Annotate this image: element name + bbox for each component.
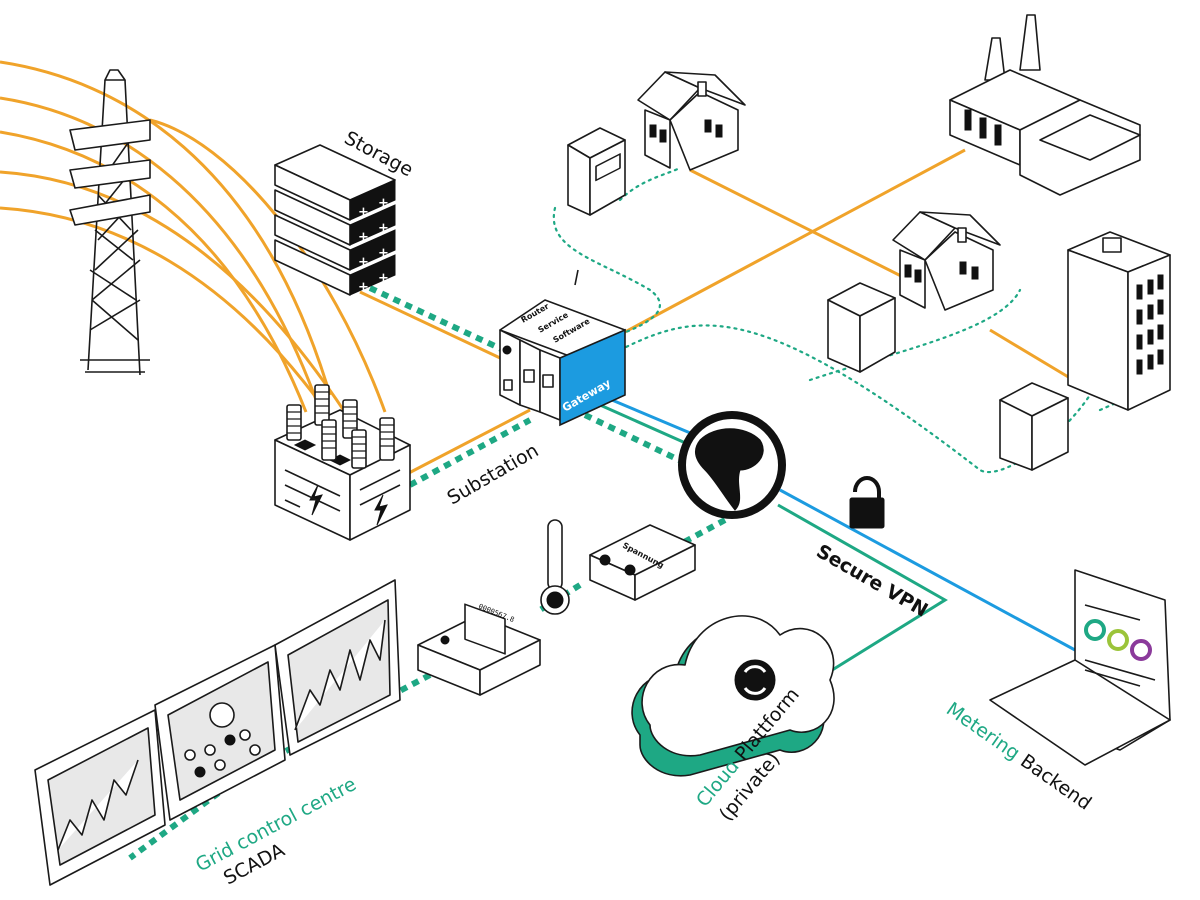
lock-icon — [849, 476, 885, 529]
house-icon — [637, 71, 746, 171]
gateway-icon: Router Service Software Gateway — [499, 269, 626, 427]
transmission-tower-icon — [69, 69, 151, 376]
svg-text:+: + — [378, 246, 389, 261]
substation-label: Substation — [444, 439, 543, 509]
thermometer-icon — [540, 519, 570, 615]
svg-text:+: + — [358, 280, 369, 295]
smart-meter-icon-3 — [999, 382, 1069, 471]
monitor-icon-3 — [34, 709, 166, 886]
svg-text:+: + — [358, 205, 369, 220]
svg-text:+: + — [358, 255, 369, 270]
svg-text:+: + — [378, 196, 389, 211]
cloud-sync-icon — [631, 615, 835, 777]
smart-meter-icon-2 — [827, 282, 896, 373]
vpn-links — [599, 393, 1076, 692]
svg-text:+: + — [358, 230, 369, 245]
globe-icon — [678, 411, 786, 519]
monitor-icon-2 — [154, 644, 286, 821]
storage-icon: + + + + + + + + — [274, 144, 396, 296]
office-building-icon — [1067, 231, 1171, 411]
factory-icon — [949, 14, 1141, 196]
laptop-icon — [989, 569, 1171, 766]
svg-text:+: + — [378, 271, 389, 286]
monitor-icon — [274, 579, 401, 756]
voltmeter-icon: Spannung — [589, 524, 696, 601]
smart-meter-icon — [567, 127, 626, 216]
svg-text:+: + — [378, 221, 389, 236]
substation-icon — [274, 384, 411, 541]
house-icon-2 — [892, 211, 1001, 311]
smart-meter-icon-4: 0000567.8 — [417, 602, 541, 696]
